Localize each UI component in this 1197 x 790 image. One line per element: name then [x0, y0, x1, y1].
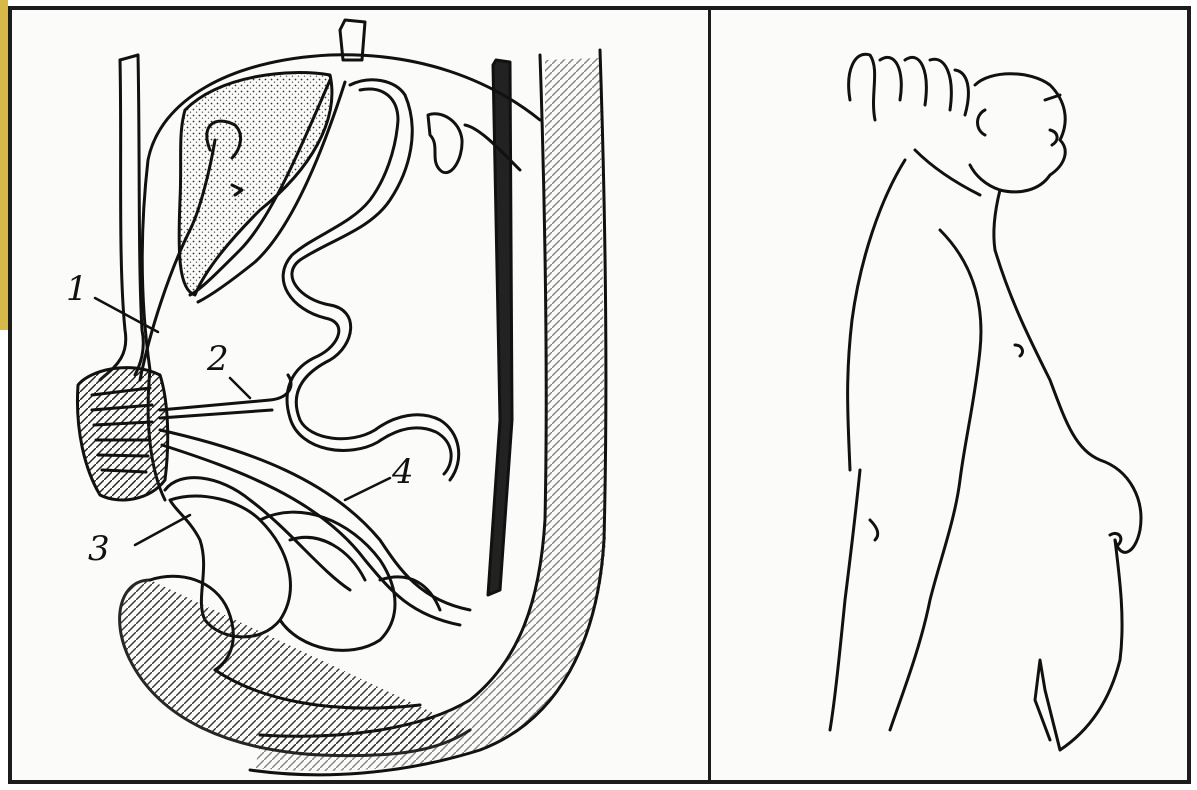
back — [848, 160, 905, 470]
ear — [978, 110, 986, 135]
urachus — [160, 375, 291, 410]
leader-4 — [345, 478, 390, 500]
label-1: 1 — [66, 269, 88, 309]
umbilical-artery-1 — [160, 430, 470, 610]
umbilical-artery-2 — [162, 445, 460, 625]
child-figure — [830, 54, 1141, 750]
face — [970, 74, 1065, 192]
hair — [849, 54, 969, 120]
arm — [890, 230, 981, 730]
leader-3 — [135, 515, 190, 545]
label-3: 3 — [88, 529, 110, 569]
leader-1 — [95, 298, 158, 332]
upper-organ — [428, 114, 462, 173]
belly — [1035, 540, 1122, 750]
perineum — [120, 580, 470, 756]
torso-front — [995, 250, 1141, 552]
abdominal-wall-left — [100, 60, 126, 380]
label-2: 2 — [206, 339, 229, 379]
umbilicus — [77, 368, 167, 500]
label-4: 4 — [391, 452, 414, 492]
umbilical-artery-3 — [165, 478, 350, 590]
leader-2 — [230, 378, 250, 398]
